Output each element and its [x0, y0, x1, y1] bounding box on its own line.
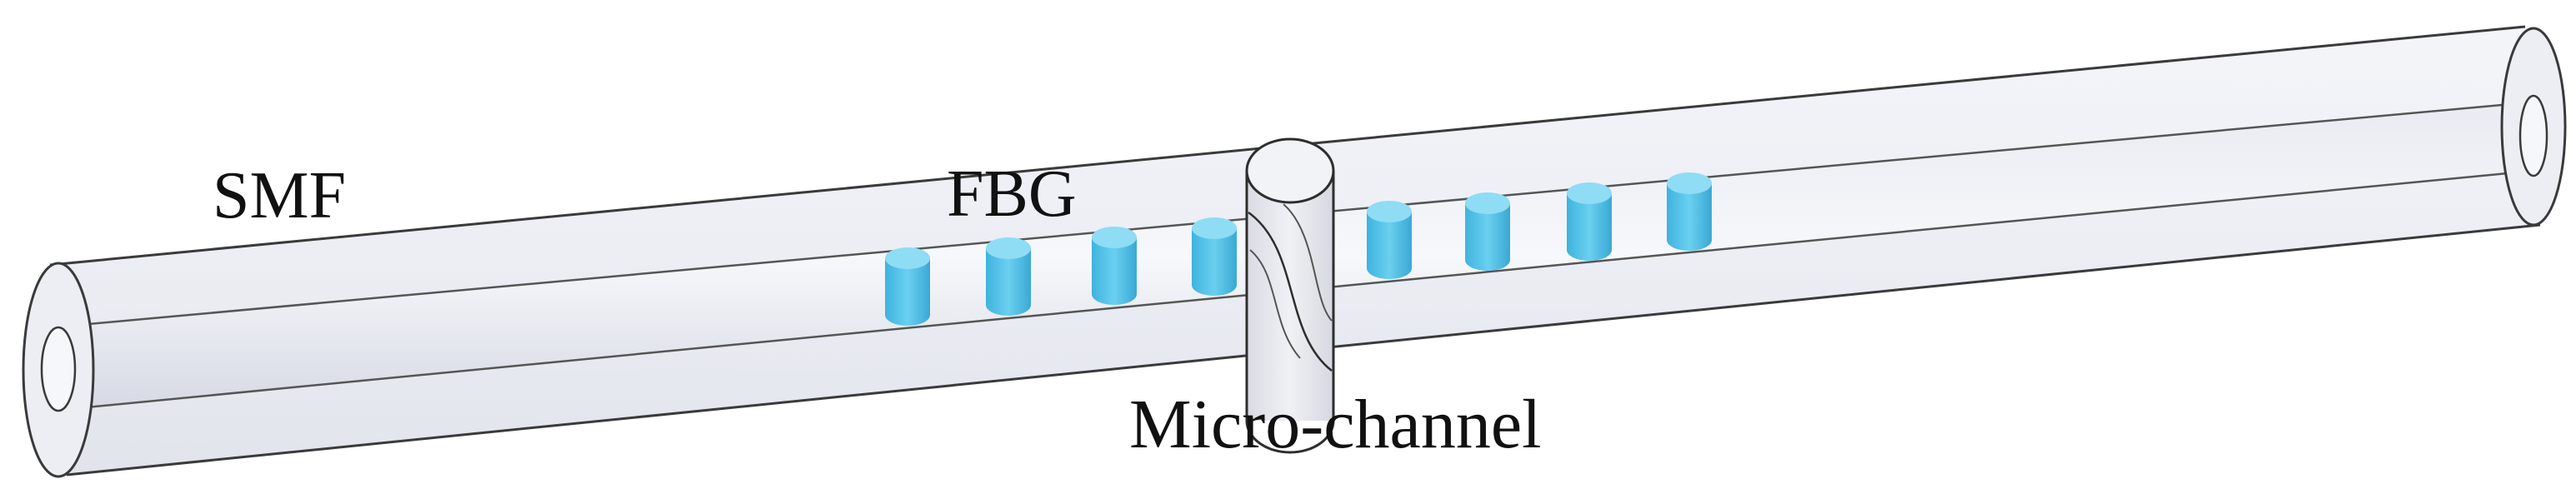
grating-element: [1192, 217, 1237, 296]
smf-label: SMF: [213, 159, 347, 232]
grating-element: [1092, 227, 1137, 305]
grating-element: [1367, 201, 1412, 279]
grating-element: [885, 247, 930, 326]
micro-channel: [1245, 137, 1335, 454]
grating-element: [1567, 182, 1612, 261]
left-core-end-face: [40, 326, 77, 412]
grating-element: [986, 237, 1031, 316]
fbg-label: FBG: [947, 157, 1077, 231]
grating-element: [1465, 192, 1510, 271]
right-core-end-face: [2518, 94, 2548, 177]
grating-element: [1667, 172, 1712, 251]
micro-channel-label: Micro-channel: [1129, 386, 1542, 463]
